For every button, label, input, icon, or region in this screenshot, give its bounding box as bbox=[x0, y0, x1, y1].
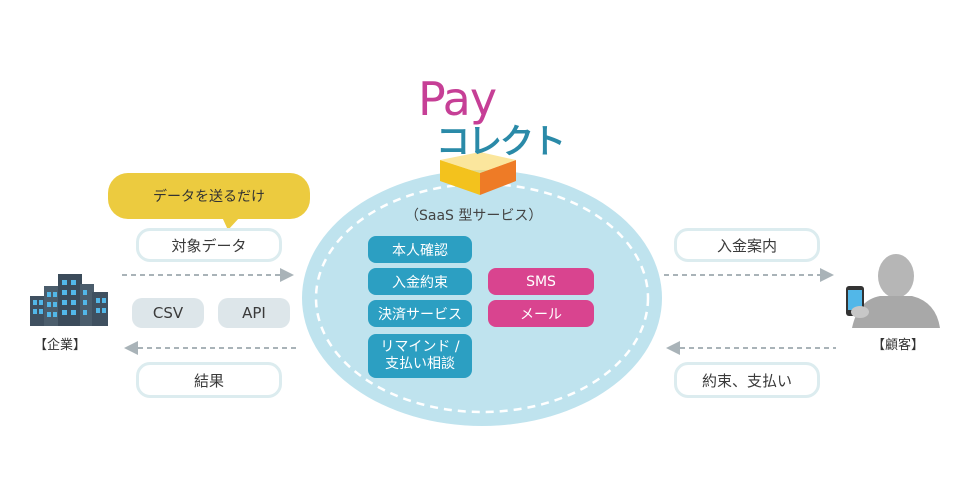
target-data-label: 対象データ bbox=[136, 228, 282, 262]
company-label: 【企業】 bbox=[34, 338, 87, 353]
service-reminder: リマインド / 支払い相談 bbox=[368, 334, 472, 378]
service-payment: 決済サービス bbox=[368, 300, 472, 327]
building-icon bbox=[30, 274, 108, 326]
result-label: 結果 bbox=[136, 362, 282, 398]
person-with-phone-icon bbox=[846, 254, 940, 328]
logo-pay: Pay bbox=[418, 72, 497, 126]
speech-bubble bbox=[108, 173, 310, 230]
service-identity-verification: 本人確認 bbox=[368, 236, 472, 263]
bubble-text: データを送るだけ bbox=[153, 189, 265, 205]
channel-email: メール bbox=[488, 300, 594, 327]
channel-sms: SMS bbox=[488, 268, 594, 295]
arrow-service-to-company bbox=[124, 341, 296, 355]
payment-notice-label: 入金案内 bbox=[674, 228, 820, 262]
format-api: API bbox=[218, 298, 290, 328]
arrow-service-to-customer bbox=[664, 268, 834, 282]
promise-payment-label: 約束、支払い bbox=[674, 362, 820, 398]
service-payment-promise: 入金約束 bbox=[368, 268, 472, 295]
logo-collect: コレクト bbox=[436, 122, 566, 162]
service-subtitle: （SaaS 型サービス） bbox=[405, 208, 543, 224]
format-csv: CSV bbox=[132, 298, 204, 328]
arrow-company-to-service bbox=[122, 268, 294, 282]
book-icon bbox=[440, 152, 516, 195]
arrow-customer-to-service bbox=[666, 341, 836, 355]
customer-label: 【顧客】 bbox=[872, 338, 925, 353]
